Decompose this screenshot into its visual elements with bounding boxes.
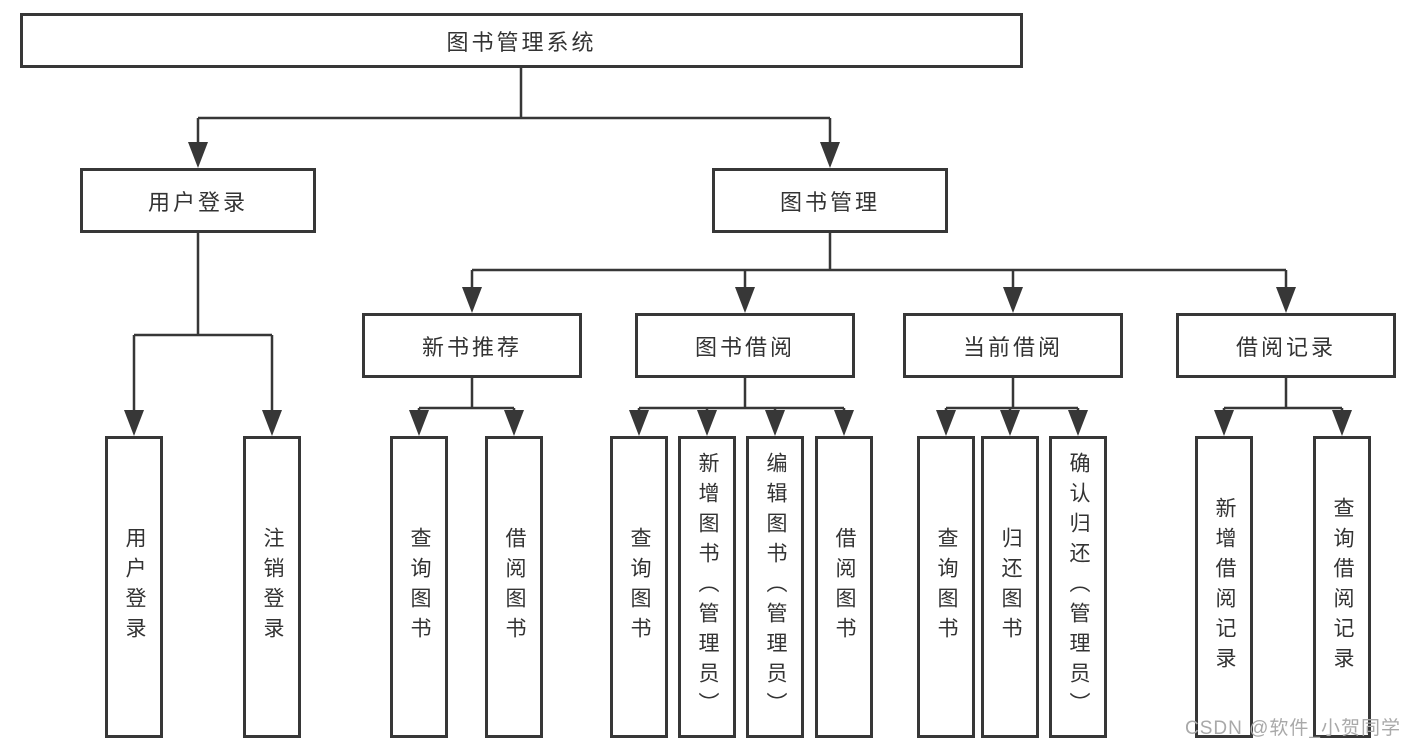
node-new-book-recommend: 新书推荐 [362,313,582,378]
leaf-add-borrow-record: 新增借阅记录 [1195,436,1253,738]
leaf-logout: 注销登录 [243,436,301,738]
arrowhead-icon [1003,287,1023,313]
node-book-borrowing: 图书借阅 [635,313,855,378]
arrowhead-icon [629,410,649,436]
leaf-query-books-borrowing: 查询图书 [610,436,668,738]
leaf-borrow-books-recommend: 借阅图书 [485,436,543,738]
leaf-borrow-books-borrowing: 借阅图书 [815,436,873,738]
arrowhead-icon [262,410,282,436]
arrowhead-icon [1068,410,1088,436]
node-user-login: 用户登录 [80,168,316,233]
arrowhead-icon [1214,410,1234,436]
leaf-query-books-current: 查询图书 [917,436,975,738]
arrowhead-icon [936,410,956,436]
arrowhead-icon [765,410,785,436]
arrowhead-icon [735,287,755,313]
node-root: 图书管理系统 [20,13,1023,68]
arrowhead-icon [820,142,840,168]
leaf-query-books-recommend: 查询图书 [390,436,448,738]
leaf-query-borrow-record: 查询借阅记录 [1313,436,1371,738]
arrowhead-icon [462,287,482,313]
arrowhead-icon [1276,287,1296,313]
arrowhead-icon [1332,410,1352,436]
leaf-add-books-admin: 新增图书（管理员） [678,436,736,738]
leaf-edit-books-admin: 编辑图书（管理员） [746,436,804,738]
leaf-return-books: 归还图书 [981,436,1039,738]
leaf-user-login: 用户登录 [105,436,163,738]
watermark: CSDN @软件_小贺同学 [1185,718,1401,739]
node-book-management: 图书管理 [712,168,948,233]
arrowhead-icon [504,410,524,436]
arrowhead-icon [188,142,208,168]
arrowheads [124,142,1352,436]
connector-lines [132,68,1344,411]
leaf-confirm-return-admin: 确认归还（管理员） [1049,436,1107,738]
arrowhead-icon [409,410,429,436]
node-current-borrowing: 当前借阅 [903,313,1123,378]
arrowhead-icon [124,410,144,436]
arrowhead-icon [1000,410,1020,436]
node-borrowing-records: 借阅记录 [1176,313,1396,378]
arrowhead-icon [697,410,717,436]
arrowhead-icon [834,410,854,436]
